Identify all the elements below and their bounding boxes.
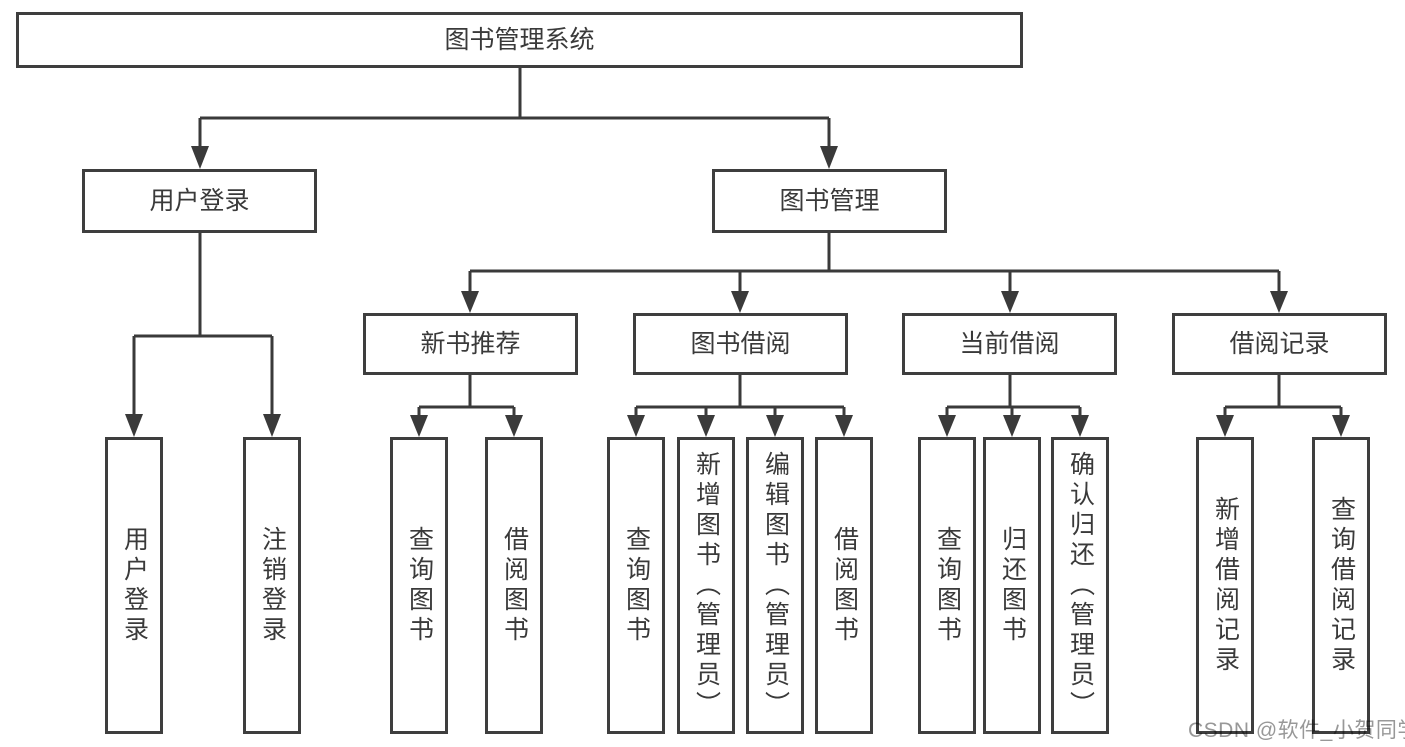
node-label: 用户登录 [120, 525, 149, 646]
arrowheads [125, 146, 1350, 437]
leaf-add-books-admin: 新增图书（管理员） [677, 437, 735, 734]
node-label: 借阅图书 [830, 525, 859, 646]
leaf-edit-books-admin: 编辑图书（管理员） [746, 437, 804, 734]
node-label: 查询借阅记录 [1327, 495, 1356, 676]
node-user-login: 用户登录 [82, 169, 317, 233]
node-borrow-records: 借阅记录 [1172, 313, 1387, 375]
node-system-root: 图书管理系统 [16, 12, 1023, 68]
node-label: 新增借阅记录 [1211, 495, 1240, 676]
leaf-confirm-return-admin: 确认归还（管理员） [1051, 437, 1109, 734]
node-label: 确认归还（管理员） [1066, 450, 1095, 721]
leaf-query-borrow-record: 查询借阅记录 [1312, 437, 1370, 734]
node-book-borrow: 图书借阅 [633, 313, 848, 375]
node-label: 归还图书 [998, 525, 1027, 646]
leaf-borrow-books-recommend: 借阅图书 [485, 437, 543, 734]
node-label: 查询图书 [933, 525, 962, 646]
leaf-return-books: 归还图书 [983, 437, 1041, 734]
leaf-query-books-recommend: 查询图书 [390, 437, 448, 734]
leaf-query-books-current: 查询图书 [918, 437, 976, 734]
node-current-borrow: 当前借阅 [902, 313, 1117, 375]
leaf-query-books-borrow: 查询图书 [607, 437, 665, 734]
node-label: 编辑图书（管理员） [761, 450, 790, 721]
leaf-borrow-books: 借阅图书 [815, 437, 873, 734]
leaf-add-borrow-record: 新增借阅记录 [1196, 437, 1254, 734]
node-label: 新增图书（管理员） [692, 450, 721, 721]
node-label: 查询图书 [405, 525, 434, 646]
node-new-book-recommend: 新书推荐 [363, 313, 578, 375]
node-label: 查询图书 [622, 525, 651, 646]
csdn-watermark: CSDN @软件_小贺同学 [1188, 719, 1405, 742]
node-book-management: 图书管理 [712, 169, 947, 233]
node-label: 借阅图书 [500, 525, 529, 646]
leaf-user-login: 用户登录 [105, 437, 163, 734]
leaf-logout: 注销登录 [243, 437, 301, 734]
node-label: 注销登录 [258, 525, 287, 646]
